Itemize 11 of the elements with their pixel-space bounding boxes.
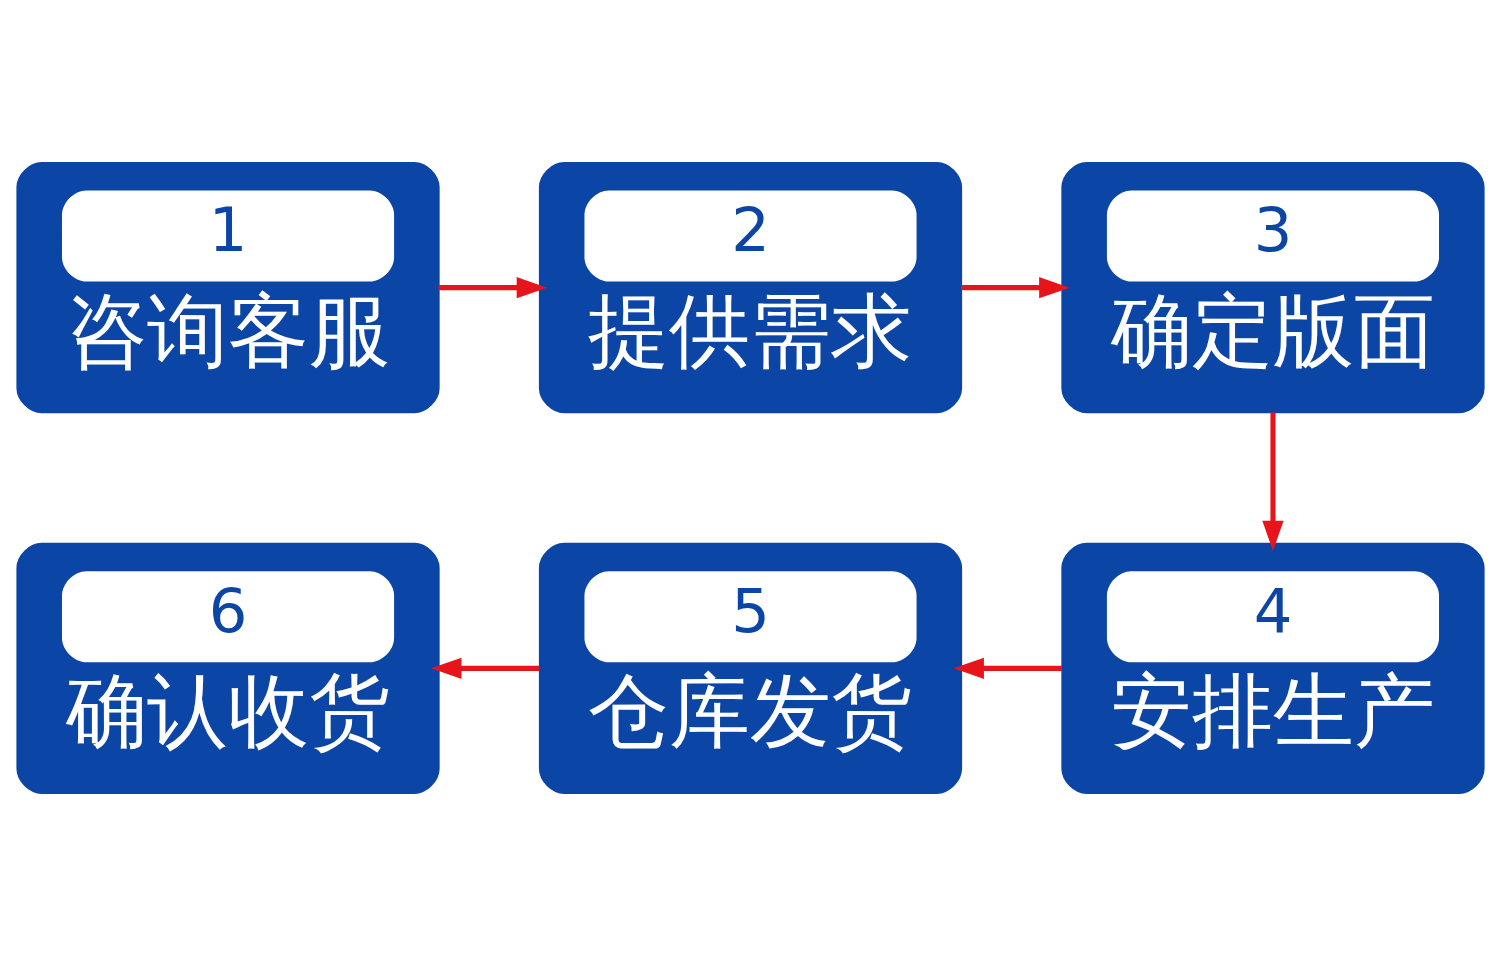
node-box: 5 仓库发货 [538, 542, 962, 794]
node-box: 4 安排生产 [1060, 542, 1485, 794]
node-box: 3 确定版面 [1060, 162, 1485, 414]
arrow [1261, 412, 1284, 552]
arrow [438, 277, 547, 299]
arrow [953, 657, 1062, 679]
node-box: 2 提供需求 [538, 162, 962, 414]
arrow [960, 277, 1070, 299]
node-box: 6 确认收货 [15, 542, 440, 794]
node-box: 1 咨询客服 [15, 162, 440, 414]
arrow [430, 657, 539, 679]
